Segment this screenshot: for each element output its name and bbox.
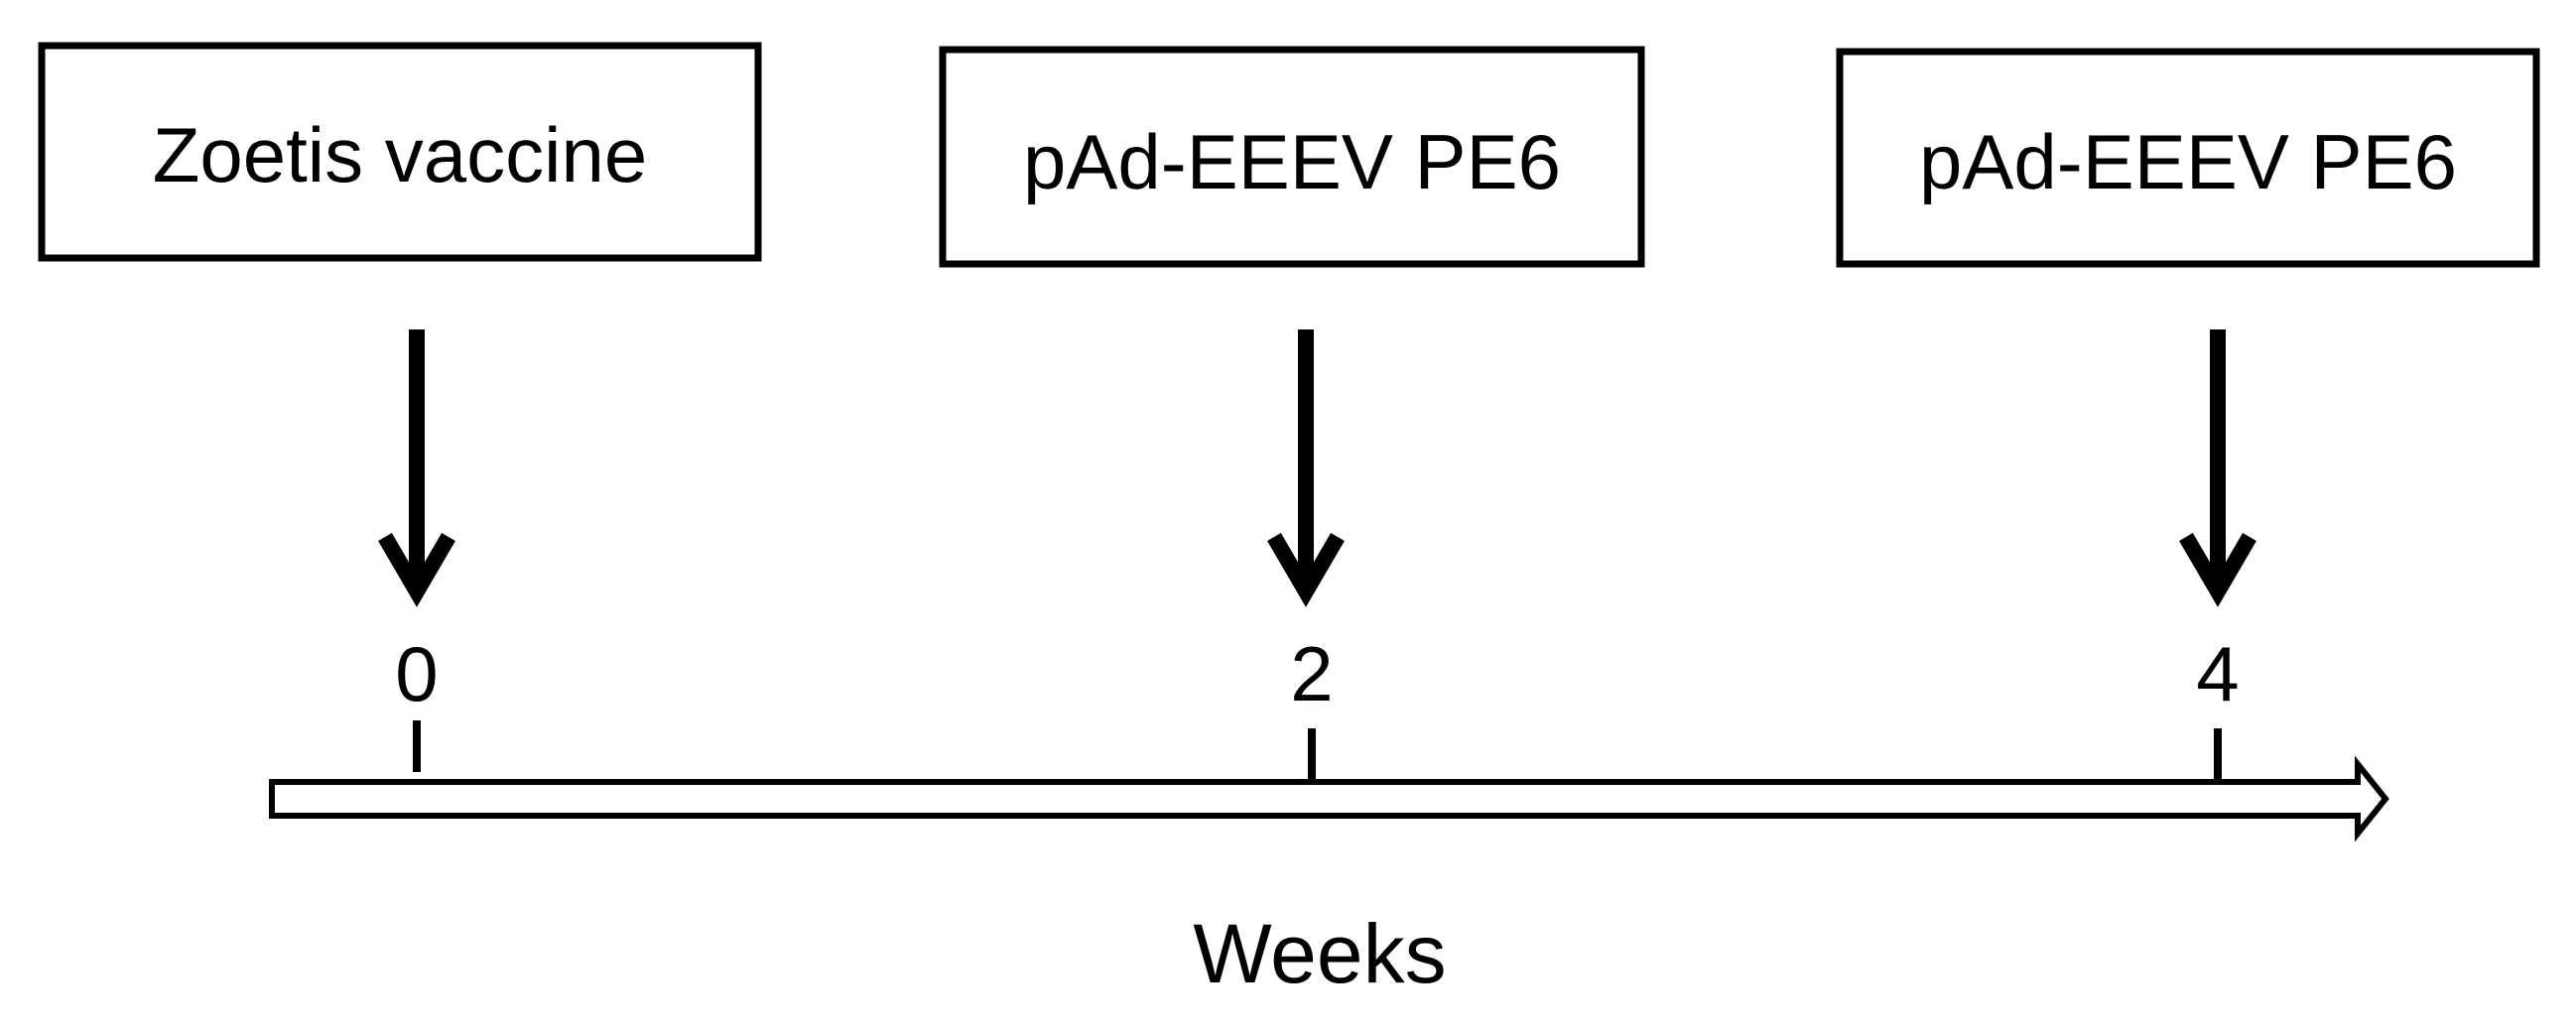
down-arrow-2-icon (1267, 329, 1345, 607)
down-arrow-3-icon (2179, 329, 2256, 607)
event-box-1-label: Zoetis vaccine (153, 111, 648, 198)
event-box-3-label: pAd-EEEV PE6 (1919, 118, 2457, 205)
down-arrow-1-icon (378, 329, 455, 607)
timeline-arrow (269, 755, 2389, 842)
event-box-2-label: pAd-EEEV PE6 (1023, 118, 1561, 205)
event-box-1-frame (38, 42, 762, 262)
week-label-0: 0 (395, 630, 438, 717)
week-label-2: 2 (1290, 630, 1333, 717)
event-box-2: pAd-EEEV PE6 (939, 46, 1645, 268)
event-box-2-frame (939, 46, 1645, 268)
event-box-1: Zoetis vaccine (38, 42, 762, 262)
week-label-4: 4 (2196, 630, 2239, 717)
axis-label: Weeks (1193, 907, 1446, 1000)
event-box-3: pAd-EEEV PE6 (1836, 48, 2540, 268)
event-box-3-frame (1836, 48, 2540, 268)
